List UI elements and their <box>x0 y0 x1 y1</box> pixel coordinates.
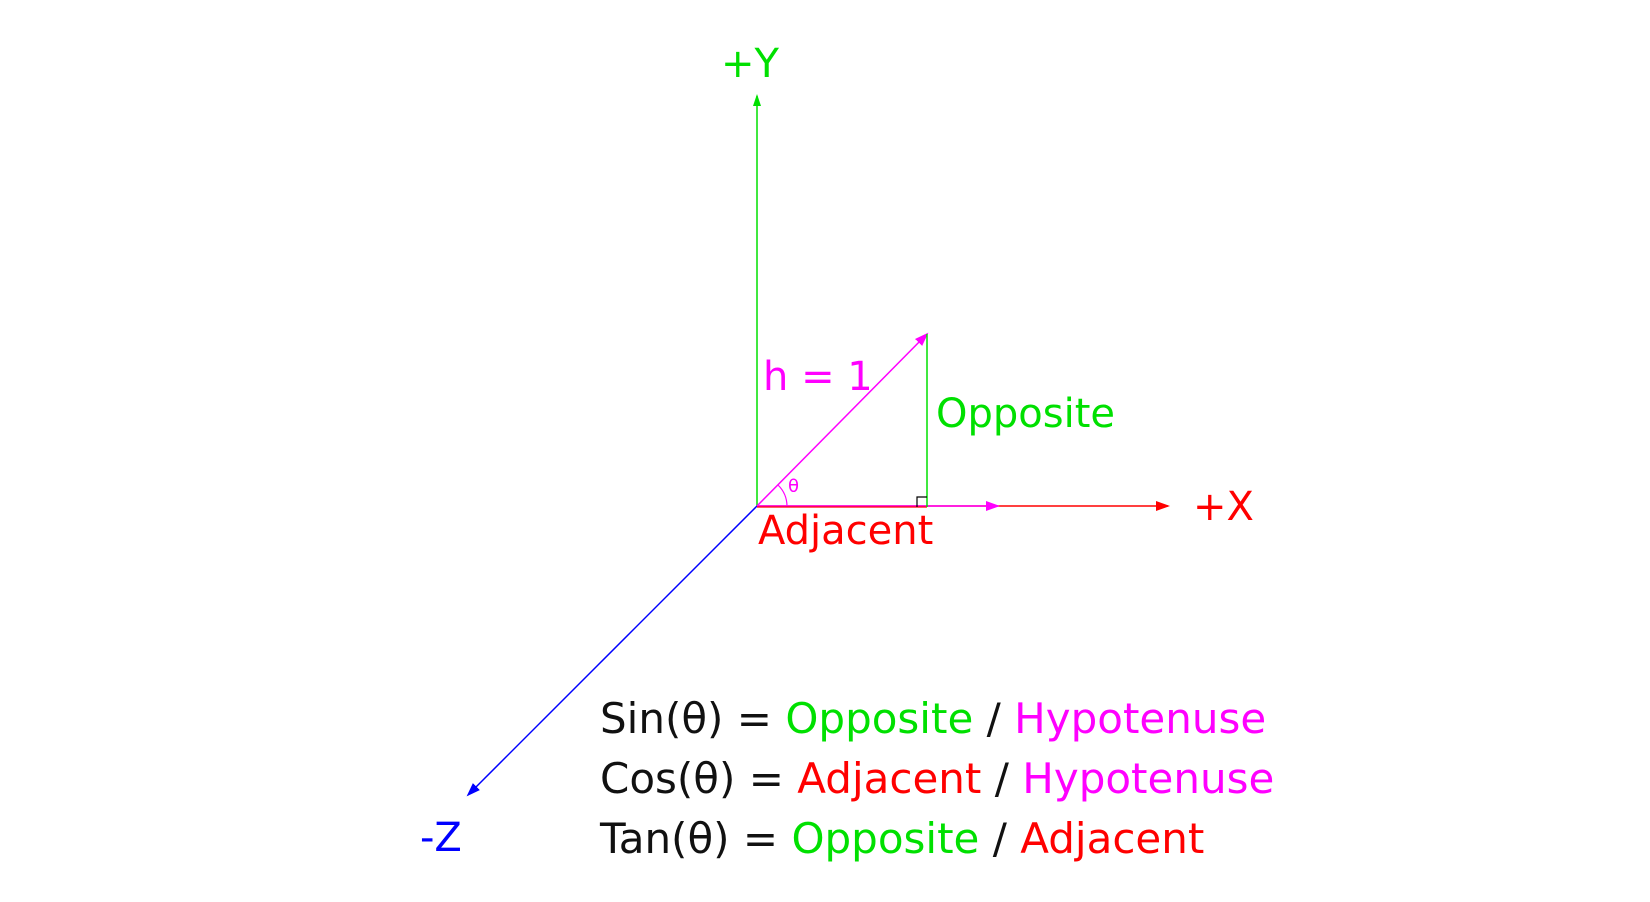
z-axis-label: -Z <box>420 815 462 861</box>
formula-denominator: Adjacent <box>1020 814 1205 863</box>
z-axis <box>466 505 758 797</box>
formula-denominator: Hypotenuse <box>1014 694 1267 743</box>
formula-equals: = <box>748 754 784 803</box>
formula-equals: = <box>742 814 779 863</box>
hypotenuse-label: h = 1 <box>763 354 873 400</box>
angle-arc <box>777 484 788 507</box>
opposite-label: Opposite <box>936 391 1115 437</box>
formula-numerator: Opposite <box>791 814 980 863</box>
x-axis-label: +X <box>1193 484 1254 530</box>
formula-numerator: Adjacent <box>797 754 982 803</box>
formula-slash: / <box>992 814 1007 863</box>
formula-denominator: Hypotenuse <box>1022 754 1275 803</box>
formula-func: Tan(θ) <box>600 814 730 863</box>
formula-sin: Sin(θ) = Opposite / Hypotenuse <box>600 698 1266 740</box>
y-axis-label: +Y <box>721 41 779 87</box>
formula-slash: / <box>986 694 1001 743</box>
formula-func: Cos(θ) <box>600 754 736 803</box>
formula-slash: / <box>994 754 1009 803</box>
formula-tan: Tan(θ) = Opposite / Adjacent <box>600 818 1204 860</box>
formula-cos: Cos(θ) = Adjacent / Hypotenuse <box>600 758 1274 800</box>
formula-func: Sin(θ) <box>600 694 724 743</box>
hypotenuse-vector <box>756 332 929 507</box>
right-angle-marker <box>916 496 927 507</box>
formula-equals: = <box>736 694 772 743</box>
angle-label: θ <box>788 476 800 497</box>
formula-numerator: Opposite <box>785 694 974 743</box>
adjacent-label: Adjacent <box>758 508 934 554</box>
